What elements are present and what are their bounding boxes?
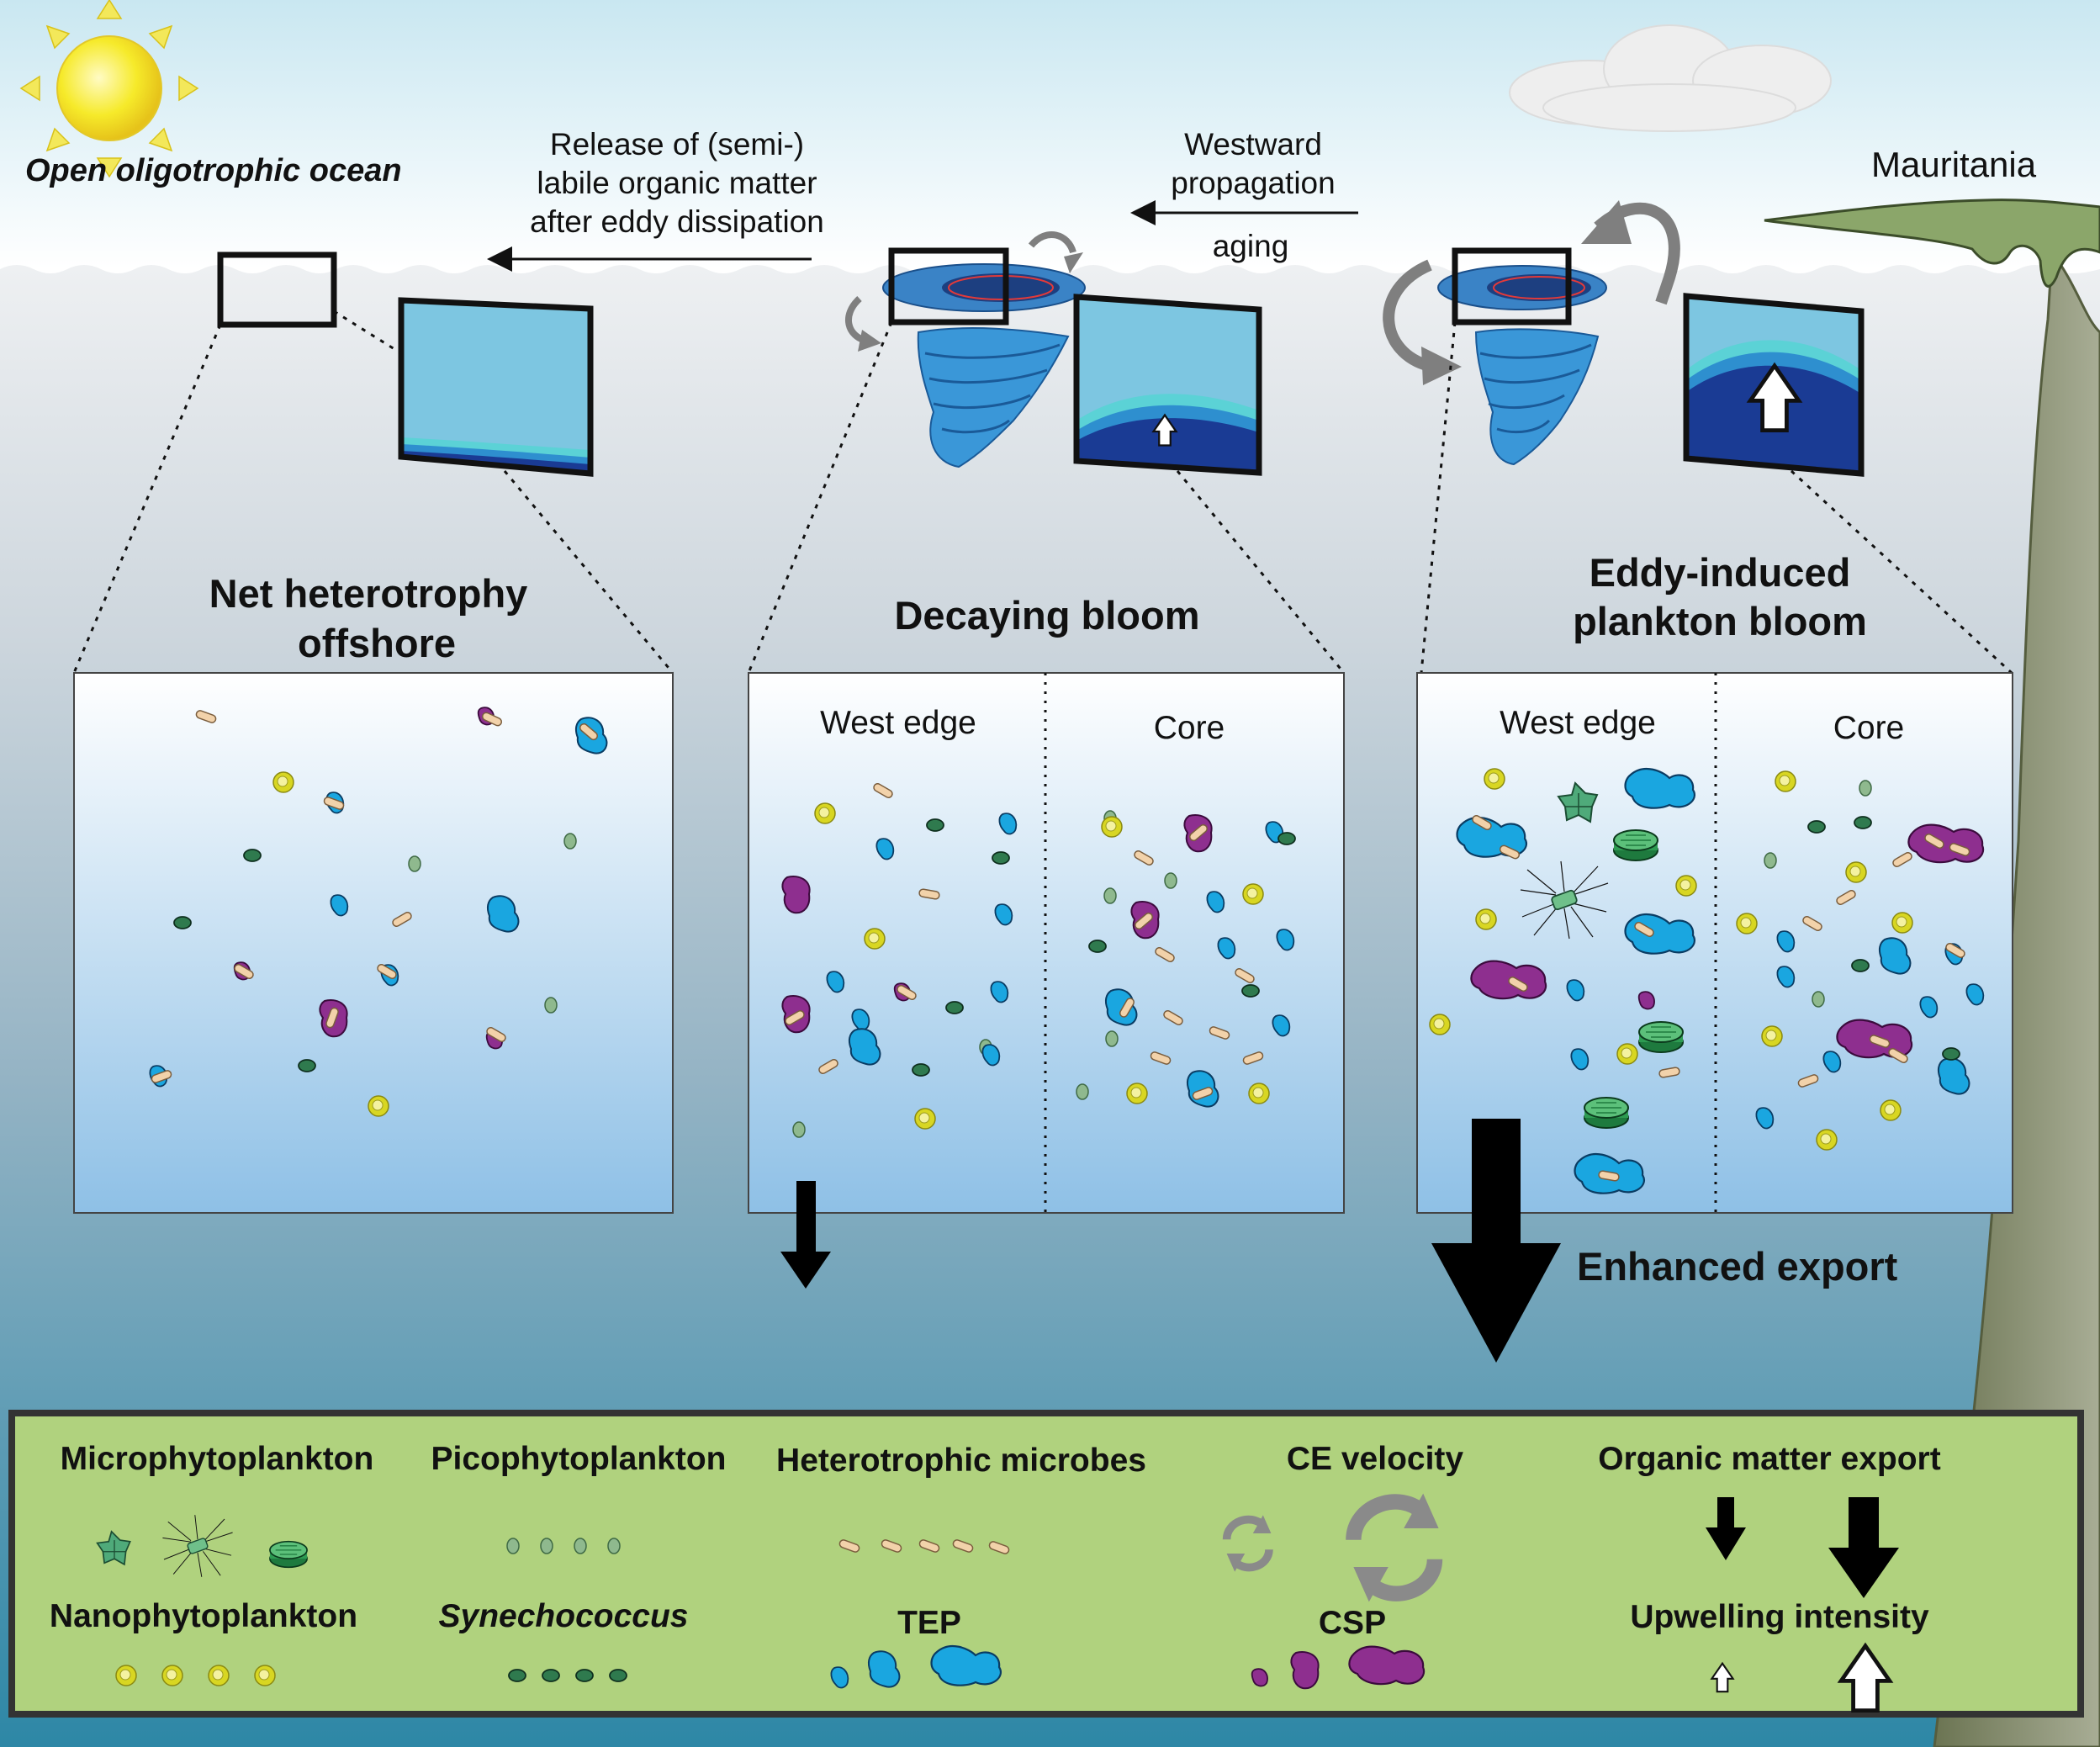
aging-label: aging <box>1213 229 1289 263</box>
legend-organic-matter-export: Organic matter export <box>1598 1441 1940 1477</box>
release-label-1: Release of (semi-) <box>550 127 804 161</box>
panel-decaying-bloom: West edge Core <box>748 672 1345 1214</box>
eddy-right <box>1437 265 1607 466</box>
west-edge-label: West edge <box>1500 705 1656 741</box>
profile-inset-middle <box>1073 294 1262 476</box>
legend-ce-velocity: CE velocity <box>1287 1441 1464 1477</box>
legend-synechococcus: Synechococcus <box>439 1598 689 1634</box>
legend-microphytoplankton: Microphytoplankton <box>61 1441 374 1477</box>
zoom-line <box>1420 321 1457 674</box>
panel-title-bloom: Eddy-induced <box>1590 550 1851 595</box>
rotation-arrowhead <box>858 330 881 352</box>
core-label: Core <box>1154 710 1225 746</box>
legend-heterotrophic-microbes: Heterotrophic microbes <box>776 1443 1146 1479</box>
profile-inset-right <box>1683 293 1865 477</box>
rotation-arrowhead <box>1581 200 1632 244</box>
rotation-arrow <box>1383 259 1432 372</box>
west-edge-label: West edge <box>820 705 976 741</box>
cloud-icon <box>1509 24 1832 132</box>
westward-label-1: Westward <box>1184 127 1322 161</box>
surface-box-middle <box>888 247 1009 326</box>
profile-inset-left <box>398 297 594 477</box>
panel-title-net: Net heterotrophy <box>209 571 528 616</box>
legend-csp: CSP <box>1319 1605 1386 1641</box>
open-ocean-label: Open oligotrophic ocean <box>25 153 402 188</box>
zoom-line <box>747 321 893 674</box>
export-arrow-large <box>1431 1119 1561 1363</box>
legend-box: Microphytoplankton Nanophytoplankton Pic… <box>8 1410 2084 1718</box>
rotation-arrowhead <box>1421 347 1462 385</box>
zoom-line <box>333 310 402 355</box>
panel-title-decaying: Decaying bloom <box>894 593 1199 638</box>
surface-box-right <box>1452 247 1572 326</box>
rotation-arrow <box>1028 231 1076 254</box>
zoom-line <box>503 470 674 674</box>
panel-title-bloom-2: plankton bloom <box>1573 599 1867 643</box>
release-label-3: after eddy dissipation <box>530 204 824 239</box>
mauritania-label: Mauritania <box>1871 145 2037 184</box>
legend-upwelling-intensity: Upwelling intensity <box>1630 1599 1929 1635</box>
release-label-2: labile organic matter <box>537 166 817 200</box>
sun-icon <box>19 0 199 178</box>
export-arrow-small <box>780 1181 831 1289</box>
rotation-arrowhead <box>1064 252 1083 273</box>
panel-eddy-induced-bloom: West edge Core <box>1416 672 2013 1214</box>
legend-tep: TEP <box>897 1605 961 1641</box>
sky <box>0 0 2100 269</box>
core-label: Core <box>1833 710 1905 746</box>
legend-nanophytoplankton: Nanophytoplankton <box>50 1598 357 1634</box>
enhanced-export-label: Enhanced export <box>1577 1244 1898 1289</box>
panel-net-heterotrophy <box>73 672 674 1214</box>
westward-label-2: propagation <box>1171 166 1335 200</box>
legend-picophytoplankton: Picophytoplankton <box>431 1441 727 1477</box>
export-legend-arrows <box>1706 1497 1899 1598</box>
eddy-middle <box>882 263 1086 469</box>
panel-title-net-2: offshore <box>298 621 456 665</box>
zoom-line <box>72 324 222 674</box>
surface-box-left <box>217 251 337 328</box>
